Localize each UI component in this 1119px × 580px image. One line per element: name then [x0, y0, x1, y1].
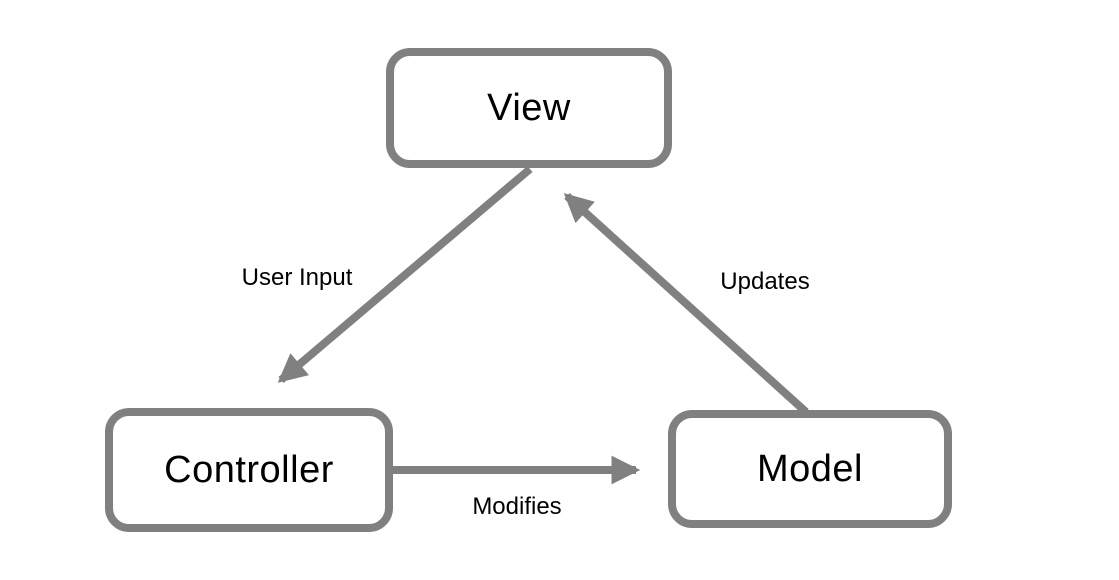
- updates-arrow: [563, 193, 809, 415]
- node-model: Model: [668, 410, 952, 528]
- node-model-label: Model: [757, 447, 863, 490]
- node-view-label: View: [487, 86, 571, 129]
- user-input-edge-label: User Input: [241, 264, 353, 291]
- modifies-edge-label: Modifies: [472, 493, 562, 520]
- node-view: View: [386, 48, 672, 168]
- node-controller: Controller: [105, 408, 393, 532]
- updates-edge-label: Updates: [720, 268, 810, 295]
- node-controller-label: Controller: [164, 448, 334, 491]
